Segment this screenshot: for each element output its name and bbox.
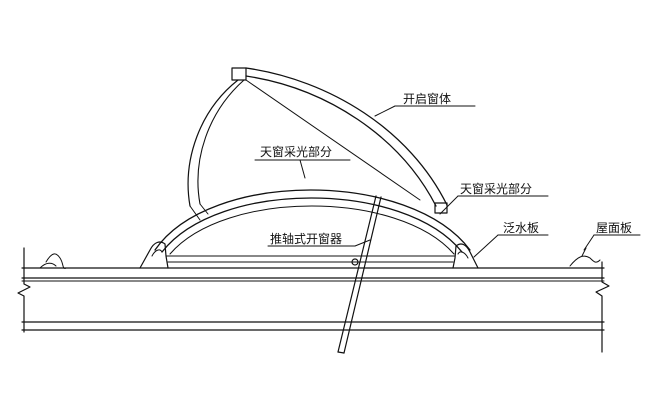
roof-structure [17, 247, 610, 353]
label-roof-panel: 屋面板 [596, 221, 633, 235]
flashing [139, 241, 479, 269]
label-opening-sash: 开启窗体 [403, 92, 452, 106]
label-push-rod-opener: 推轴式开窗器 [270, 232, 343, 246]
leader-lines [254, 105, 641, 258]
roof-profile [39, 247, 601, 269]
opening-sash [187, 67, 448, 221]
label-flashing: 泛水板 [503, 221, 540, 235]
label-skylight-part-right: 天窗采光部分 [460, 182, 533, 196]
skylight-arch [154, 189, 471, 255]
push-rod-opener [337, 195, 382, 354]
label-skylight-part-left: 天窗采光部分 [260, 145, 333, 159]
